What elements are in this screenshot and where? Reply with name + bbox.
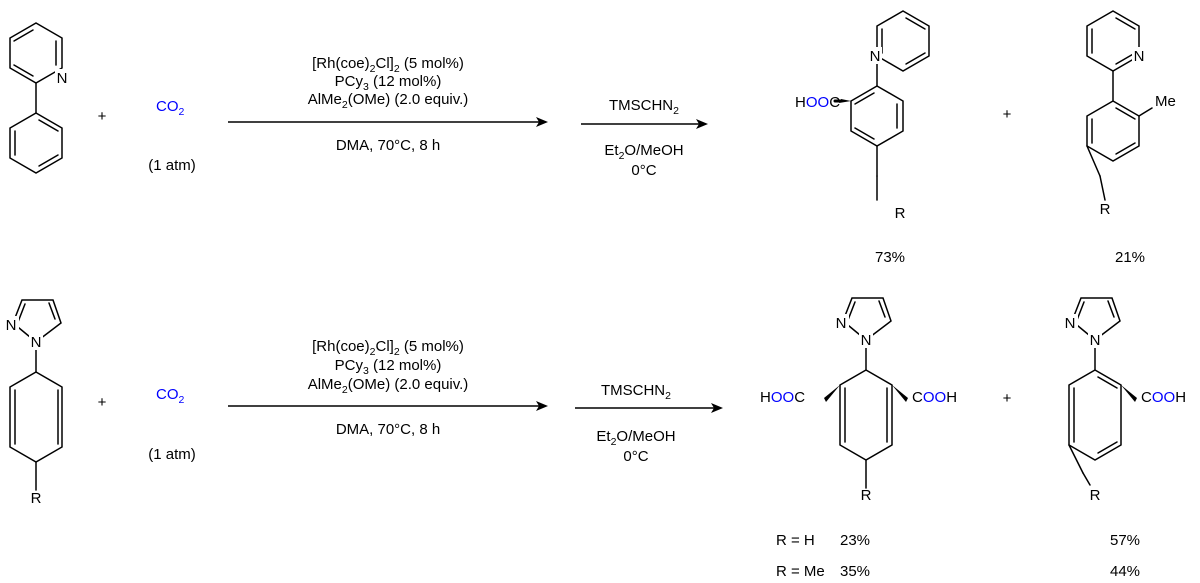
- catalyst-line: [Rh(coe)2Cl]2 (5 mol%): [312, 338, 464, 358]
- yield-table: R = H 23% 57% R = Me 35% 44%: [776, 532, 1140, 580]
- yield-value: 35%: [840, 563, 870, 580]
- nitrogen-label: N: [31, 334, 42, 351]
- r-substituent: R: [895, 205, 906, 222]
- reaction-step2-conditions: TMSCHN2 Et2O/MeOH 0°C: [581, 97, 708, 179]
- nitrogen-label: N: [870, 48, 881, 65]
- temperature-0c: 0°C: [623, 448, 648, 465]
- solvent-conditions: DMA, 70°C, 8 h: [336, 421, 440, 438]
- yield-value: 44%: [1110, 563, 1140, 580]
- co2-label: CO2: [156, 98, 185, 118]
- reaction-step2-conditions: TMSCHN2 Et2O/MeOH 0°C: [575, 382, 723, 465]
- nitrogen-label: N: [1065, 315, 1076, 332]
- cooh-label-left: HOOC: [760, 389, 805, 406]
- additive-line: AlMe2(OMe) (2.0 equiv.): [308, 91, 469, 111]
- r-substituent: R: [1090, 487, 1101, 504]
- co2-label: CO2: [156, 386, 185, 406]
- ligand-line: PCy3 (12 mol%): [335, 357, 442, 377]
- substrate-2-phenylpyridine: N: [9, 22, 70, 174]
- co2-pressure-label: (1 atm): [148, 157, 196, 174]
- plus-sign: +: [98, 108, 107, 125]
- product1-row1: N HOOC R 73%: [795, 10, 930, 266]
- reaction-step1-conditions: [Rh(coe)2Cl]2 (5 mol%) PCy3 (12 mol%) Al…: [228, 338, 548, 438]
- nitrogen-label: N: [57, 70, 68, 87]
- nitrogen-label: N: [836, 315, 847, 332]
- r-substituent: R: [1100, 201, 1111, 218]
- yield-21: 21%: [1115, 249, 1145, 266]
- yield-row-label: R = H: [776, 532, 815, 549]
- substrate-1-phenylpyrazole: N N R: [5, 299, 63, 507]
- temperature-0c: 0°C: [631, 162, 656, 179]
- cooh-label: COOH: [1141, 389, 1186, 406]
- catalyst-line: [Rh(coe)2Cl]2 (5 mol%): [312, 55, 464, 75]
- solvent-conditions: DMA, 70°C, 8 h: [336, 137, 440, 154]
- yield-row-label: R = Me: [776, 563, 825, 580]
- solvent-et2o-meoh: Et2O/MeOH: [596, 428, 675, 448]
- yield-value: 23%: [840, 532, 870, 549]
- yield-value: 57%: [1110, 532, 1140, 549]
- reagent-tmschn2: TMSCHN2: [609, 97, 679, 117]
- nitrogen-label: N: [861, 332, 872, 349]
- cooh-label: HOOC: [795, 94, 840, 111]
- reaction-step1-conditions: [Rh(coe)2Cl]2 (5 mol%) PCy3 (12 mol%) Al…: [228, 55, 548, 154]
- plus-sign: +: [1003, 106, 1012, 123]
- nitrogen-label: N: [1134, 48, 1145, 65]
- product2-row2: N N COOH R: [1064, 297, 1186, 504]
- methyl-label: Me: [1155, 93, 1176, 110]
- yield-73: 73%: [875, 249, 905, 266]
- r-substituent: R: [861, 487, 872, 504]
- product2-row1: N Me R 21%: [1086, 10, 1176, 266]
- r-substituent: R: [31, 490, 42, 507]
- plus-sign: +: [1003, 390, 1012, 407]
- product1-row2: N N HOOC COOH R: [760, 297, 957, 504]
- ligand-line: PCy3 (12 mol%): [335, 73, 442, 93]
- nitrogen-label: N: [1090, 332, 1101, 349]
- nitrogen-label: N: [6, 317, 17, 334]
- additive-line: AlMe2(OMe) (2.0 equiv.): [308, 376, 469, 396]
- co2-pressure-label: (1 atm): [148, 446, 196, 463]
- plus-sign: +: [98, 394, 107, 411]
- cooh-label-right: COOH: [912, 389, 957, 406]
- reagent-tmschn2: TMSCHN2: [601, 382, 671, 402]
- solvent-et2o-meoh: Et2O/MeOH: [604, 142, 683, 162]
